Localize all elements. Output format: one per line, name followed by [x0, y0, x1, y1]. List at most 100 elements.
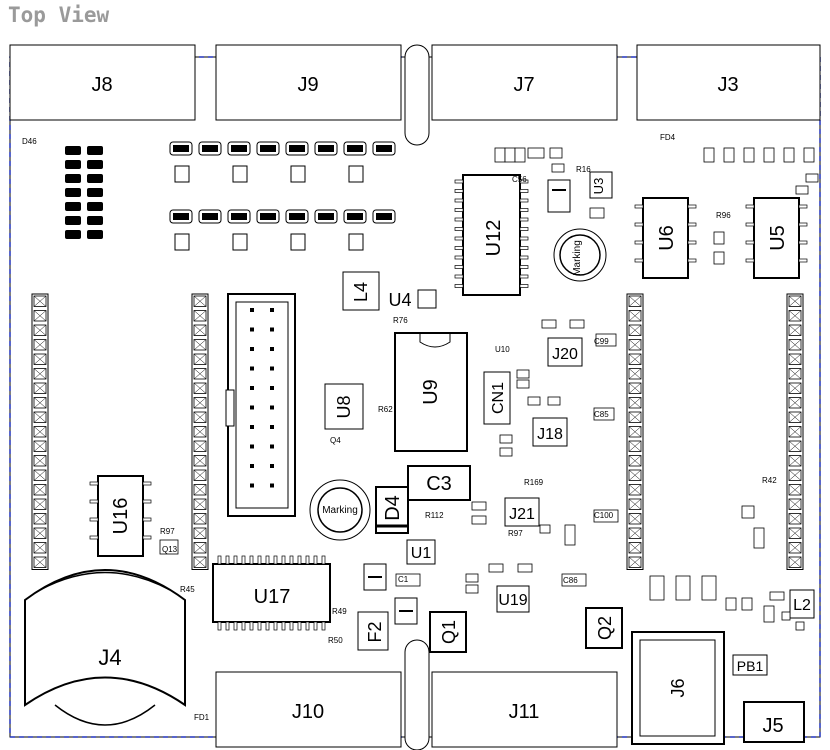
ic-pin	[225, 555, 230, 565]
smd-part	[783, 147, 795, 163]
sot-transistor	[174, 165, 190, 183]
smd-part	[713, 251, 725, 265]
label-r112: R112	[425, 511, 444, 520]
smd-part	[517, 563, 533, 573]
smd-part	[514, 147, 526, 163]
smd-part	[589, 207, 605, 219]
label-j5: J5	[762, 715, 783, 737]
led-body	[231, 145, 247, 152]
label-j7: J7	[513, 74, 534, 96]
label-c100: C100	[594, 511, 614, 520]
header-pin-mark	[193, 498, 207, 510]
ic-pin	[273, 555, 278, 565]
header-pin-mark	[193, 426, 207, 438]
header-pin-mark	[33, 527, 47, 539]
header-pin-mark	[33, 556, 47, 568]
chip-u12: U12	[454, 174, 529, 296]
chip-u5: U5	[745, 197, 808, 279]
header-pin-mark	[788, 513, 802, 525]
capacitor-c3: C3	[407, 465, 471, 501]
header-pin-mark	[628, 498, 642, 510]
ic-pin	[454, 217, 464, 222]
smd-part	[781, 611, 791, 621]
led-body	[289, 145, 305, 152]
header-pin-mark	[628, 397, 642, 409]
j1-pin	[270, 386, 274, 390]
header-pin-mark	[628, 426, 642, 438]
label-c3: C3	[426, 473, 452, 495]
header-pin-mark	[788, 440, 802, 452]
header-pin-mark	[788, 353, 802, 365]
ic-pin	[519, 189, 529, 193]
smd-part	[561, 573, 587, 587]
header-pin-mark	[628, 527, 642, 539]
label-j8: J8	[91, 74, 112, 96]
header-pin-mark	[628, 339, 642, 351]
smd-part	[649, 575, 665, 601]
label-l2: L2	[793, 597, 811, 614]
ic-pin	[519, 208, 529, 212]
chip-u16: U16	[89, 475, 152, 557]
label-j10: J10	[292, 701, 324, 723]
led	[87, 202, 103, 211]
header-pin-mark	[628, 368, 642, 380]
ic-pin	[519, 217, 529, 222]
header-pin-mark	[193, 484, 207, 496]
battery-holder-j4: J4	[24, 569, 186, 726]
led-body	[289, 213, 305, 220]
header-pin-mark	[33, 411, 47, 423]
header-pin-mark	[33, 440, 47, 452]
smd-part	[471, 515, 487, 525]
smd-part	[547, 396, 561, 406]
led	[65, 202, 81, 211]
ic-pin	[142, 481, 152, 486]
label-u1: U1	[411, 545, 432, 562]
j1-pin	[270, 464, 274, 468]
header-pin-mark	[33, 484, 47, 496]
smd-part	[703, 147, 715, 163]
header-pin-mark	[788, 411, 802, 423]
smd-part	[593, 407, 615, 421]
ic-pin	[89, 481, 99, 486]
ic-pin	[297, 555, 302, 565]
label-j11: J11	[509, 701, 540, 723]
inductor-l2: L2	[789, 589, 815, 619]
label-u10: U10	[495, 345, 510, 354]
ic-pin	[289, 555, 294, 565]
header-pin-mark	[628, 310, 642, 322]
label-u12: U12	[483, 220, 505, 257]
label-d46: D46	[22, 137, 37, 146]
j1-pin	[250, 327, 254, 332]
ic-pin	[257, 555, 262, 565]
ic-pin	[519, 179, 529, 184]
ic-pin	[313, 621, 318, 631]
smd-part	[713, 231, 725, 245]
header-pin-mark	[193, 411, 207, 423]
led-body	[347, 213, 363, 220]
inductor-l4: L4	[342, 271, 380, 311]
ic-pin	[798, 222, 808, 227]
header-pin-mark	[193, 339, 207, 351]
header-pin-mark	[788, 556, 802, 568]
led-body	[260, 213, 276, 220]
chip-u8: U8	[324, 383, 364, 430]
led	[65, 146, 81, 155]
pin-headers	[31, 293, 804, 570]
label-u19: U19	[498, 592, 527, 609]
header-pin-mark	[628, 324, 642, 336]
smd-part	[569, 319, 585, 329]
header-pin-mark	[193, 556, 207, 568]
ic-pin	[217, 555, 222, 565]
ic-pin	[281, 555, 286, 565]
j1-pin	[270, 327, 274, 332]
chip-u1: U1	[406, 539, 436, 565]
ic-pin	[249, 555, 254, 565]
led-body	[231, 213, 247, 220]
ic-pin	[519, 284, 529, 288]
sot-transistor	[348, 233, 364, 251]
connector-j7: J7	[431, 44, 618, 121]
sot-transistor	[174, 233, 190, 251]
header-pin-mark	[193, 542, 207, 554]
label-q4: Q4	[330, 436, 341, 445]
